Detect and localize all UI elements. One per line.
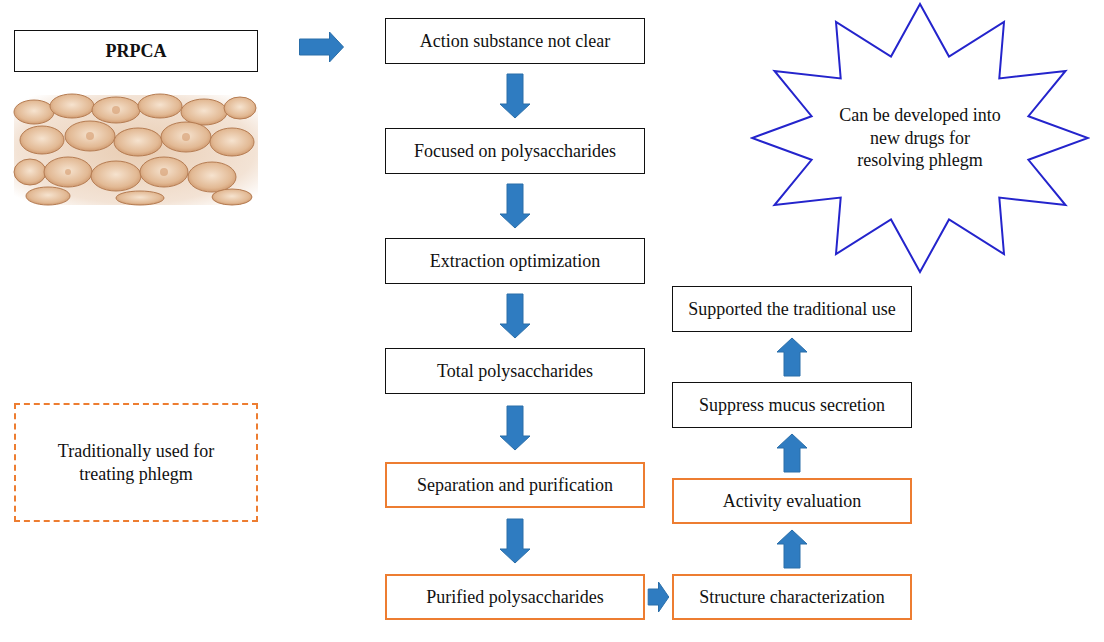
process-box: PRPCA [14, 30, 258, 72]
block-arrow [777, 338, 807, 376]
block-arrow [500, 294, 530, 338]
node-text: Traditionally used for treating phlegm [30, 440, 242, 485]
block-arrow [500, 406, 530, 450]
block-arrow [500, 74, 530, 118]
node-text: Extraction optimization [430, 250, 600, 273]
node-text: Can be developed into new drugs for reso… [838, 104, 1003, 172]
note-box: Traditionally used for treating phlegm [14, 403, 258, 522]
process-box: Activity evaluation [672, 478, 912, 524]
process-box: Purified polysaccharides [385, 574, 645, 620]
node-text: Supported the traditional use [688, 298, 895, 321]
process-box: Action substance not clear [385, 18, 645, 64]
block-arrow [500, 519, 530, 563]
block-arrow [648, 582, 669, 612]
process-box: Extraction optimization [385, 238, 645, 284]
node-text: Action substance not clear [420, 30, 610, 53]
process-box: Focused on polysaccharides [385, 128, 645, 174]
process-box: Structure characterization [672, 574, 912, 620]
node-text: Total polysaccharides [437, 360, 593, 383]
node-text: Separation and purification [417, 474, 613, 497]
node-text: Activity evaluation [723, 490, 861, 513]
block-arrow [777, 434, 807, 472]
node-text: Structure characterization [699, 586, 884, 609]
process-box: Supported the traditional use [672, 286, 912, 332]
process-box: Suppress mucus secretion [672, 382, 912, 428]
process-box: Total polysaccharides [385, 348, 645, 394]
node-text: Suppress mucus secretion [699, 394, 885, 417]
block-arrow [777, 530, 807, 568]
star-callout: Can be developed into new drugs for reso… [750, 2, 1090, 274]
process-box: Separation and purification [385, 462, 645, 508]
block-arrow [300, 32, 344, 62]
node-text: PRPCA [106, 40, 167, 63]
node-text: Purified polysaccharides [426, 586, 603, 609]
node-text: Focused on polysaccharides [414, 140, 616, 163]
block-arrow [500, 184, 530, 228]
